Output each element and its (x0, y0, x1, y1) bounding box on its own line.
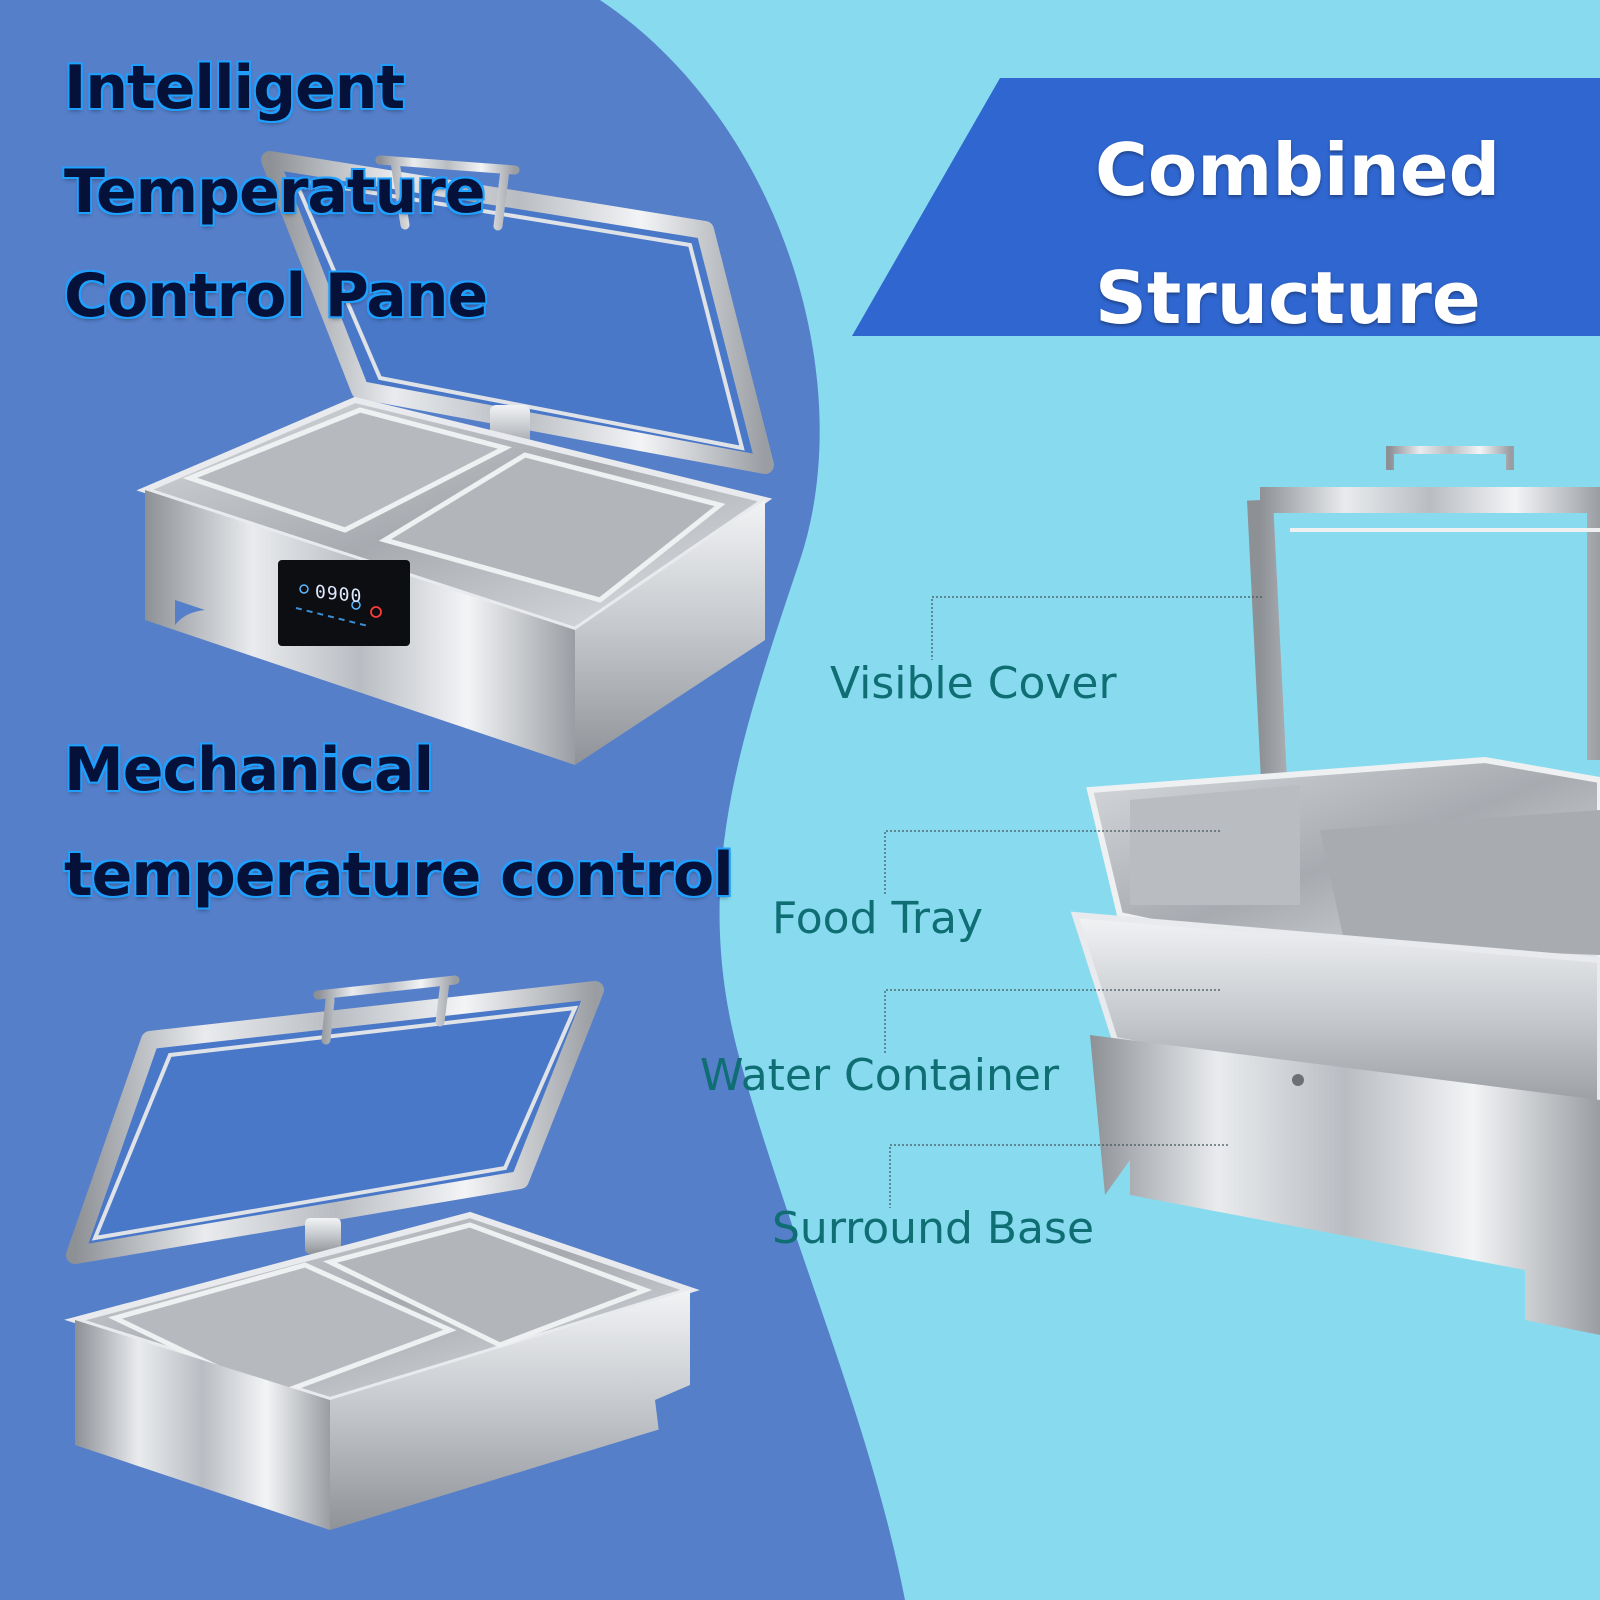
callout-surround-base: Surround Base (772, 1203, 1095, 1254)
exploded-structure (1070, 446, 1600, 1335)
banner-line2: Structure (1095, 256, 1481, 340)
intelligent-heading: Intelligent Temperature Control Pane (64, 53, 488, 331)
title-banner (852, 78, 1600, 336)
leader-lines (884, 596, 1262, 1208)
mechanical-chafing-dish (64, 975, 700, 1530)
banner-title: Combined Structure (1095, 106, 1555, 362)
callout-water-container: Water Container (700, 1050, 1060, 1101)
callout-visible-cover: Visible Cover (830, 658, 1117, 709)
callout-food-tray: Food Tray (772, 893, 983, 944)
banner-line1: Combined (1095, 128, 1501, 212)
intelligent-chafing-dish (136, 151, 774, 765)
control-panel-display (278, 560, 410, 646)
intelligent-heading-line3: Control Pane (64, 261, 488, 331)
intelligent-heading-line1: Intelligent (64, 53, 405, 123)
mechanical-heading-line2: temperature control (64, 840, 734, 910)
intelligent-heading-line2: Temperature (64, 157, 486, 227)
mechanical-heading-line1: Mechanical (64, 735, 434, 805)
mechanical-heading: Mechanical temperature control (64, 735, 734, 910)
